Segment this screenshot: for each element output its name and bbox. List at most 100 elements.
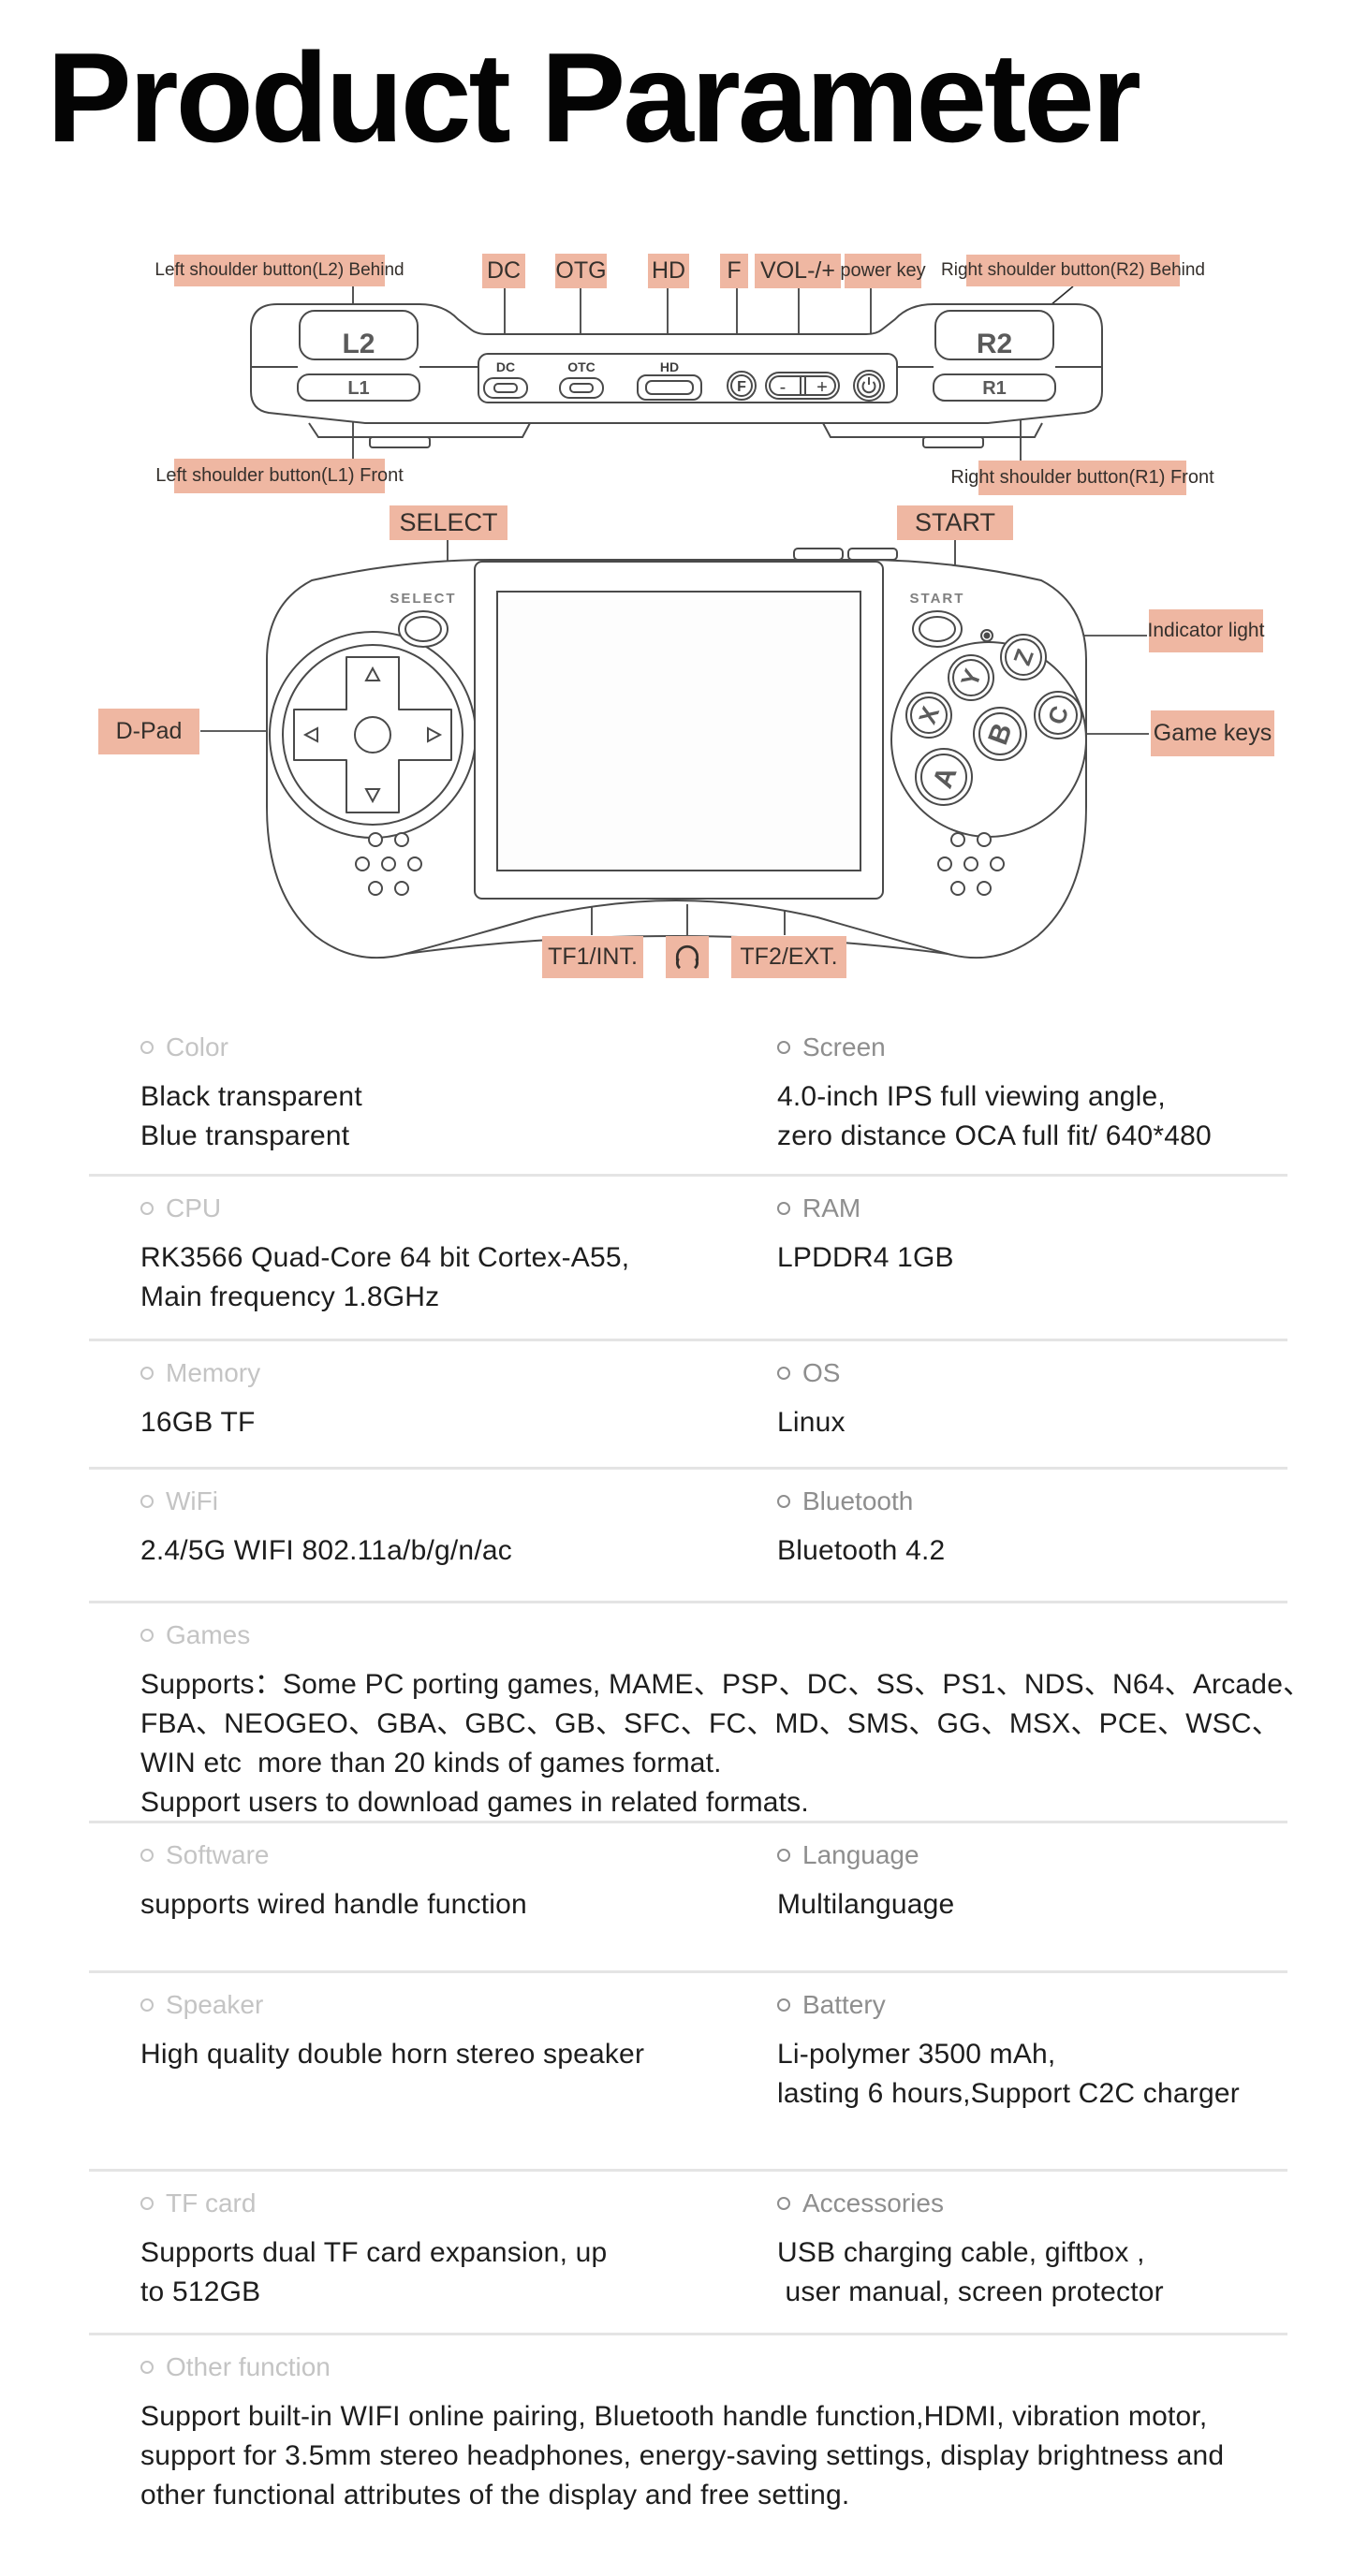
bullet-icon bbox=[140, 1629, 154, 1642]
bullet-icon bbox=[777, 1495, 790, 1508]
spec-value: Support built-in WIFI online pairing, Bl… bbox=[140, 2401, 1208, 2432]
spec-label-text: WiFi bbox=[166, 1486, 218, 1515]
spec-cell-os: OS Linux bbox=[777, 1356, 1287, 1467]
r1-text: R1 bbox=[982, 378, 1007, 399]
callout-d-pad: D-Pad bbox=[98, 709, 199, 754]
screen bbox=[496, 591, 861, 871]
r2-button-shape bbox=[934, 310, 1054, 360]
power-button-shape bbox=[853, 370, 885, 402]
bullet-icon bbox=[777, 1849, 790, 1862]
bullet-icon bbox=[140, 1849, 154, 1862]
spec-value: 16GB TF bbox=[140, 1407, 256, 1438]
l1-button-shape bbox=[297, 373, 420, 402]
spec-label-other-function: Other function bbox=[140, 2350, 1287, 2384]
hd-port-text: HD bbox=[660, 359, 679, 374]
f-button-text: F bbox=[737, 379, 746, 395]
spec-label-text: Software bbox=[166, 1840, 270, 1869]
spec-value: user manual, screen protector bbox=[777, 2276, 1164, 2307]
r2-text: R2 bbox=[977, 329, 1012, 359]
spec-value: Linux bbox=[777, 1407, 846, 1438]
bullet-icon bbox=[140, 2197, 154, 2210]
spec-value: 4.0-inch IPS full viewing angle, bbox=[777, 1081, 1166, 1112]
spec-label-text: Color bbox=[166, 1032, 228, 1061]
spec-cell-battery: Battery Li-polymer 3500 mAh,lasting 6 ho… bbox=[777, 1988, 1287, 2169]
spec-value: Supports dual TF card expansion, up bbox=[140, 2237, 608, 2268]
bullet-icon bbox=[777, 1998, 790, 2012]
port-strip bbox=[478, 353, 898, 403]
spec-value: support for 3.5mm stereo headphones, ene… bbox=[140, 2440, 1225, 2471]
bullet-icon bbox=[140, 1495, 154, 1508]
spec-label-text: OS bbox=[802, 1358, 841, 1387]
vol-plus-text: + bbox=[816, 377, 828, 398]
spec-cell-memory: Memory 16GB TF bbox=[140, 1356, 777, 1467]
select-text: SELECT bbox=[390, 591, 456, 607]
spec-cell-cpu: CPU RK3566 Quad-Core 64 bit Cortex-A55,M… bbox=[140, 1192, 777, 1339]
spec-value: other functional attributes of the displ… bbox=[140, 2480, 850, 2510]
spec-value: to 512GB bbox=[140, 2276, 261, 2307]
spec-label-text: Accessories bbox=[802, 2188, 944, 2217]
bullet-icon bbox=[140, 1202, 154, 1215]
power-icon bbox=[861, 377, 876, 394]
callout-tf2: TF2/EXT. bbox=[731, 936, 846, 978]
f-button-shape bbox=[727, 371, 757, 401]
start-text: START bbox=[910, 591, 965, 607]
spec-value: FBA、NEOGEO、GBA、GBC、GB、SFC、FC、MD、SMS、GG、M… bbox=[140, 1708, 1280, 1739]
spec-cell-speaker: Speaker High quality double horn stereo … bbox=[140, 1988, 777, 2169]
bullet-icon bbox=[777, 1202, 790, 1215]
front-view-art bbox=[266, 548, 1087, 959]
spec-cell-ram: RAM LPDDR4 1GB bbox=[777, 1192, 1287, 1339]
callout-hd: HD bbox=[648, 254, 689, 288]
spec-label-language: Language bbox=[777, 1838, 1287, 1872]
callout-l2-behind: Left shoulder button(L2) Behind bbox=[154, 255, 404, 286]
spec-label-wifi: WiFi bbox=[140, 1485, 777, 1518]
spec-label-tf-card: TF card bbox=[140, 2187, 777, 2220]
top-view-art bbox=[250, 303, 1103, 448]
spec-label-text: Other function bbox=[166, 2352, 331, 2381]
spec-row-other-function: Other function Support built-in WIFI onl… bbox=[89, 2335, 1287, 2576]
device-line-art: L2 L1 R2 R1 DC OTC HD F - + SELECT START… bbox=[200, 285, 1149, 959]
l1-text: L1 bbox=[347, 378, 369, 399]
spec-value: RK3566 Quad-Core 64 bit Cortex-A55, bbox=[140, 1242, 630, 1273]
spec-cell-software: Software supports wired handle function bbox=[140, 1838, 777, 1970]
volume-rocker-shape bbox=[765, 372, 840, 400]
spec-row-games: Games Supports：Some PC porting games, MA… bbox=[89, 1603, 1311, 1823]
callout-indicator-light: Indicator light bbox=[1148, 609, 1264, 652]
callout-otg: OTG bbox=[555, 254, 607, 288]
spec-cell-screen: Screen 4.0-inch IPS full viewing angle, z… bbox=[777, 1031, 1287, 1174]
spec-label-text: RAM bbox=[802, 1193, 861, 1222]
spec-label-screen: Screen bbox=[777, 1031, 1287, 1064]
speaker-grille-left bbox=[355, 832, 422, 896]
spec-label-software: Software bbox=[140, 1838, 777, 1872]
spec-cell-accessories: Accessories USB charging cable, giftbox … bbox=[777, 2187, 1287, 2333]
bullet-icon bbox=[777, 1367, 790, 1380]
spec-value: Black transparent bbox=[140, 1081, 362, 1112]
callout-tf1: TF1/INT. bbox=[542, 936, 643, 978]
spec-label-color: Color bbox=[140, 1031, 777, 1064]
spec-cell-bluetooth: Bluetooth Bluetooth 4.2 bbox=[777, 1485, 1287, 1601]
spec-label-text: Screen bbox=[802, 1032, 886, 1061]
bullet-icon bbox=[140, 1041, 154, 1054]
spec-label-text: Battery bbox=[802, 1990, 886, 2019]
spec-row-tfcard-accessories: TF card Supports dual TF card expansion,… bbox=[89, 2172, 1287, 2335]
r1-button-shape bbox=[933, 373, 1056, 402]
bullet-icon bbox=[140, 1998, 154, 2012]
otg-port-text: OTC bbox=[567, 359, 596, 374]
spec-label-speaker: Speaker bbox=[140, 1988, 777, 2022]
callout-game-keys: Game keys bbox=[1151, 710, 1274, 756]
spec-label-memory: Memory bbox=[140, 1356, 777, 1390]
spec-value: Main frequency 1.8GHz bbox=[140, 1281, 440, 1312]
callout-start: START bbox=[897, 505, 1013, 540]
spec-label-games: Games bbox=[140, 1618, 1287, 1652]
callout-headphone bbox=[666, 936, 709, 978]
spec-value: Bluetooth 4.2 bbox=[777, 1535, 946, 1566]
spec-value: zero distance OCA full fit/ 640*480 bbox=[777, 1120, 1212, 1151]
spec-label-ram: RAM bbox=[777, 1192, 1287, 1225]
spec-label-battery: Battery bbox=[777, 1988, 1287, 2022]
page-title: Product Parameter bbox=[47, 26, 1141, 168]
spec-label-text: Games bbox=[166, 1620, 251, 1649]
spec-label-text: Language bbox=[802, 1840, 919, 1869]
indicator-light-shape bbox=[980, 629, 993, 642]
